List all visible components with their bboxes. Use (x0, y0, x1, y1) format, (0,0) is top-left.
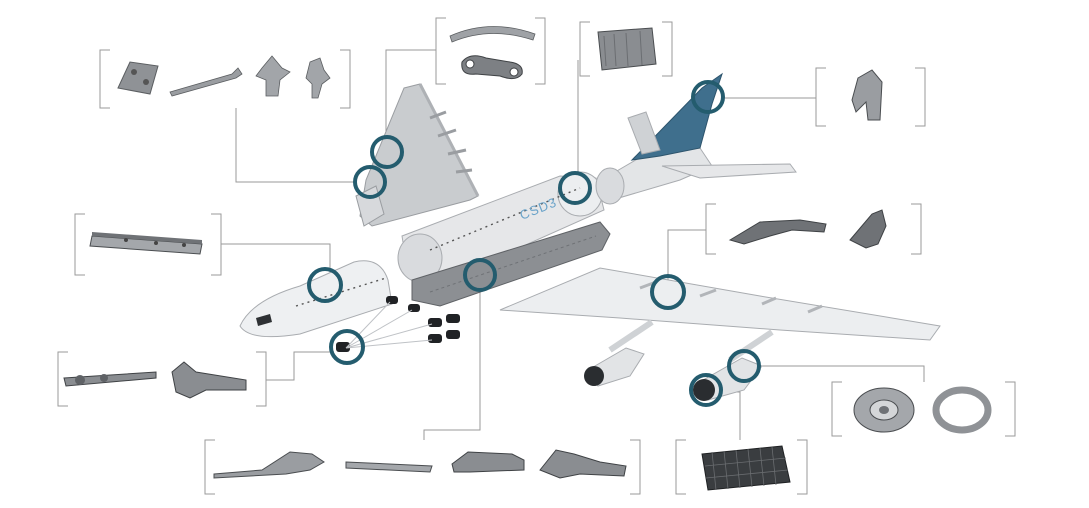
hinge-fitting-part (255, 55, 291, 97)
lower-fuselage-section (411, 221, 611, 307)
link-bracket-part (461, 55, 523, 80)
floor-beam-part (345, 461, 433, 473)
callout-engine-inlet[interactable] (727, 349, 761, 383)
fitting-plate-part (117, 61, 159, 95)
part-box-engine-rings (831, 381, 1016, 437)
part-box-arc-bracket (435, 17, 546, 85)
lug-fitting-part (305, 57, 331, 99)
landing-gear-wheels (336, 296, 460, 352)
part-box-machined-beams (204, 439, 641, 495)
callout-landing-gear[interactable] (329, 329, 365, 365)
callout-lower-fuselage[interactable] (463, 258, 497, 292)
right-wing-section (499, 267, 941, 401)
part-box-fittings (99, 49, 351, 109)
part-box-tail-bracket (815, 67, 926, 127)
callout-nose-section[interactable] (307, 267, 343, 303)
arc-frame-part (449, 26, 536, 43)
exploded-aircraft: CSD3 (239, 72, 941, 401)
part-box-skin-panel (579, 21, 673, 77)
callout-vertical-tail[interactable] (691, 80, 725, 114)
tail-bracket-part (851, 69, 883, 121)
wing-rib-part (213, 451, 325, 479)
tail-section (595, 72, 797, 205)
callout-main-wing[interactable] (650, 274, 686, 310)
part-box-landing-gear-forgings (57, 351, 267, 407)
callout-wing-root-lower[interactable] (353, 165, 387, 199)
pylon-fitting-part (728, 219, 827, 245)
rod-part (169, 67, 243, 97)
part-box-extrusion (74, 213, 222, 276)
callout-wing-root-upper[interactable] (370, 135, 404, 169)
callout-rings (307, 80, 761, 407)
leader-lines (221, 49, 925, 440)
engine-ring-part (932, 386, 992, 434)
callout-center-fuselage[interactable] (558, 171, 592, 205)
gear-leader-lines (345, 301, 433, 349)
frame-fitting-part (539, 449, 627, 479)
callout-engine-nozzle[interactable] (689, 373, 723, 407)
engine-mount-part (849, 209, 887, 249)
horizontal-stabilizer (661, 163, 797, 179)
center-fuselage-section: CSD3 (397, 171, 611, 307)
part-box-mesh-panel (675, 439, 808, 495)
gear-axle-part (63, 371, 157, 387)
part-box-pylon-fittings (705, 203, 922, 255)
spar-fitting-part (451, 451, 525, 473)
gear-forging-part (171, 361, 247, 399)
